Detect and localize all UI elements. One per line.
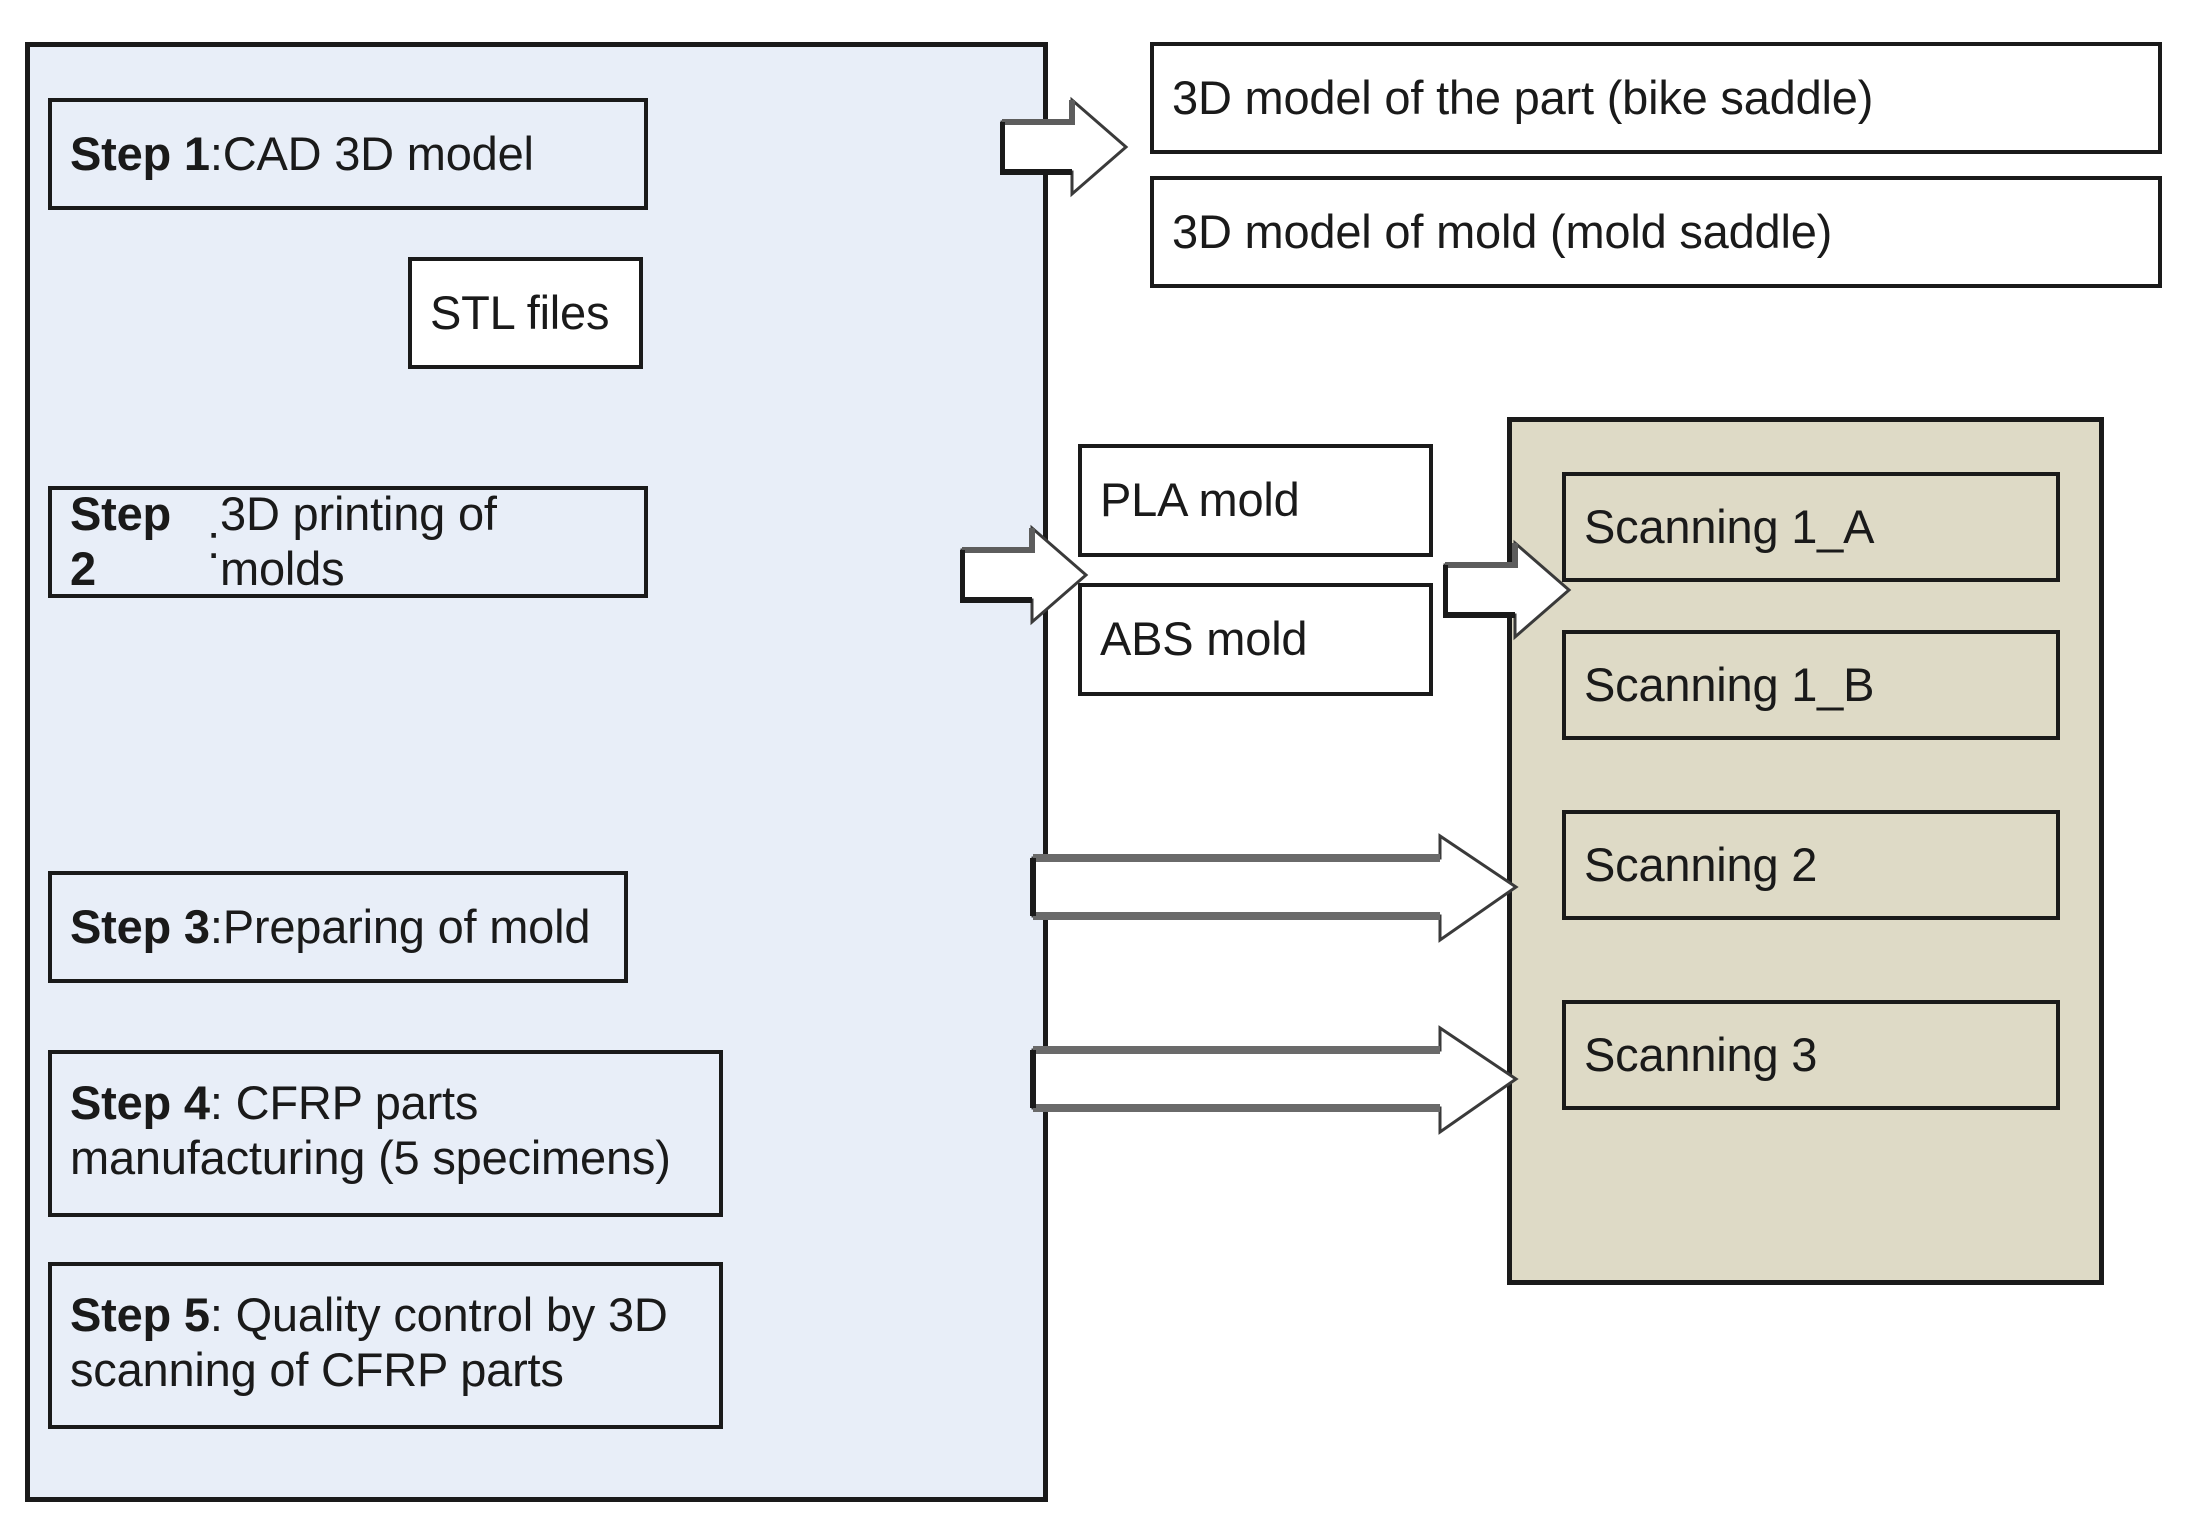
abs-mold-label: ABS mold [1100,612,1308,666]
step-1-text: CAD 3D model [222,126,534,180]
scanning-2-label: Scanning 2 [1584,837,1818,891]
scanning-2-box[interactable]: Scanning 2 [1562,810,2060,920]
scanning-1b-box[interactable]: Scanning 1_B [1562,630,2060,740]
model-mold-box[interactable]: 3D model of mold (mold saddle) [1150,176,2162,288]
step-4-text: CFRP parts manufacturing (5 specimens) [70,1076,671,1184]
abs-mold-box[interactable]: ABS mold [1078,583,1433,696]
step-1-box[interactable]: Step 1: CAD 3D model [48,98,648,210]
scanning-3-label: Scanning 3 [1584,1027,1818,1081]
arrow-step3-to-scanning2-icon [1030,830,1520,945]
step-5-label: Step 5 [70,1288,210,1341]
step-1-separator: : [209,126,223,180]
model-part-box[interactable]: 3D model of the part (bike saddle) [1150,42,2162,154]
arrow-step4-to-scanning3-icon [1030,1022,1520,1137]
model-part-label: 3D model of the part (bike saddle) [1172,70,1874,124]
scanning-1a-label: Scanning 1_A [1584,499,1875,553]
step-5-box[interactable]: Step 5: Quality control by 3D scanning o… [48,1262,723,1429]
step-3-text: Preparing of mold [222,899,591,953]
step-3-label: Step 3 [70,899,210,953]
step-1-label: Step 1 [70,126,210,180]
scanning-panel: Scanning 1_A Scanning 1_B Scanning 2 Sca… [1507,417,2104,1285]
step-5-text: Quality control by 3D scanning of CFRP p… [70,1288,668,1396]
step-2-label: Step 2 [70,487,172,595]
scanning-1a-box[interactable]: Scanning 1_A [1562,472,2060,582]
pla-mold-label: PLA mold [1100,473,1300,527]
stl-files-label: STL files [430,285,610,339]
arrow-molds-to-scanning1a-icon [1443,535,1573,645]
step-2-box[interactable]: Step 2: 3D printing of molds [48,486,648,598]
step-4-separator: : [209,1076,236,1129]
stl-files-box[interactable]: STL files [408,257,643,369]
scanning-3-box[interactable]: Scanning 3 [1562,1000,2060,1110]
pla-mold-box[interactable]: PLA mold [1078,444,1433,557]
step-4-box[interactable]: Step 4: CFRP parts manufacturing (5 spec… [48,1050,723,1217]
process-panel: Step 1: CAD 3D model STL files Step 2: 3… [25,42,1048,1502]
scanning-1b-label: Scanning 1_B [1584,657,1875,711]
step-5-separator: : [209,1288,236,1341]
step-2-text: 3D printing of molds [220,487,497,595]
step-2-separator: : [207,514,221,568]
arrow-step2-to-molds-icon [960,520,1090,630]
model-mold-label: 3D model of mold (mold saddle) [1172,204,1833,258]
step-3-separator: : [209,899,223,953]
step-4-label: Step 4 [70,1076,210,1129]
step-3-box[interactable]: Step 3: Preparing of mold [48,871,628,983]
arrow-step1-to-models-icon [1000,92,1130,202]
